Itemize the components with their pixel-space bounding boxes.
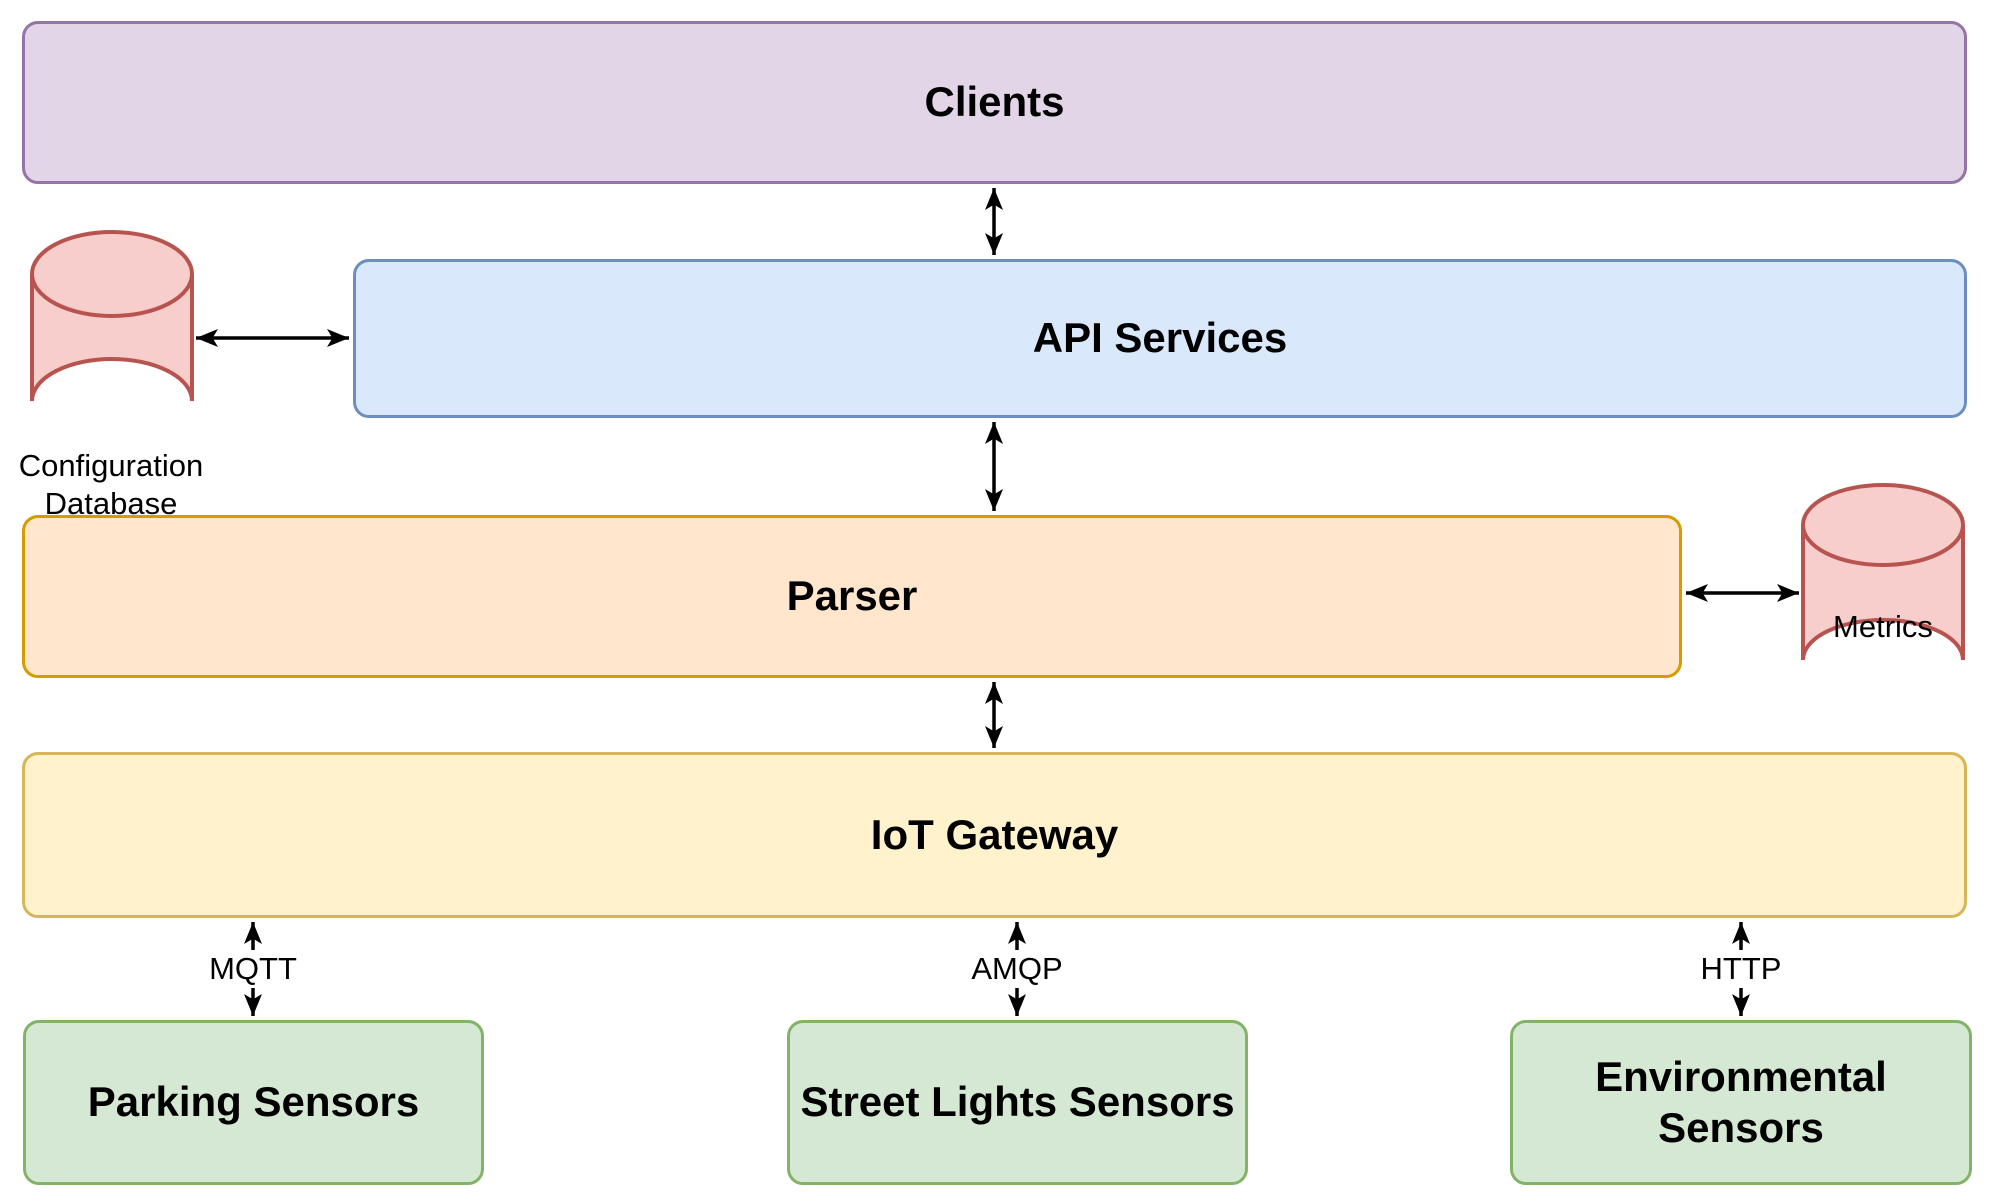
street-lights-sensors-node: Street Lights Sensors: [787, 1020, 1248, 1185]
parking-sensors-node: Parking Sensors: [23, 1020, 484, 1185]
parser-node: Parser: [22, 515, 1682, 678]
mqtt-edge-label: MQTT: [201, 950, 305, 988]
configuration-database-cylinder: [30, 230, 194, 402]
metrics-label: Metrics: [1833, 609, 1933, 644]
cylinder-rim: [1801, 524, 1965, 567]
environmental-sensors-node: Environmental Sensors: [1510, 1020, 1972, 1185]
iot-gateway-node: IoT Gateway: [22, 752, 1967, 918]
http-edge-label: HTTP: [1692, 950, 1790, 988]
api-services-node: API Services: [353, 259, 1967, 418]
metrics-cylinder: [1801, 483, 1965, 661]
cylinder-body: [1801, 483, 1965, 661]
configuration-database-label: Configuration Database: [18, 448, 204, 521]
amqp-edge-label: AMQP: [963, 950, 1071, 988]
cylinder-rim: [30, 273, 194, 318]
clients-node: Clients: [22, 21, 1967, 184]
